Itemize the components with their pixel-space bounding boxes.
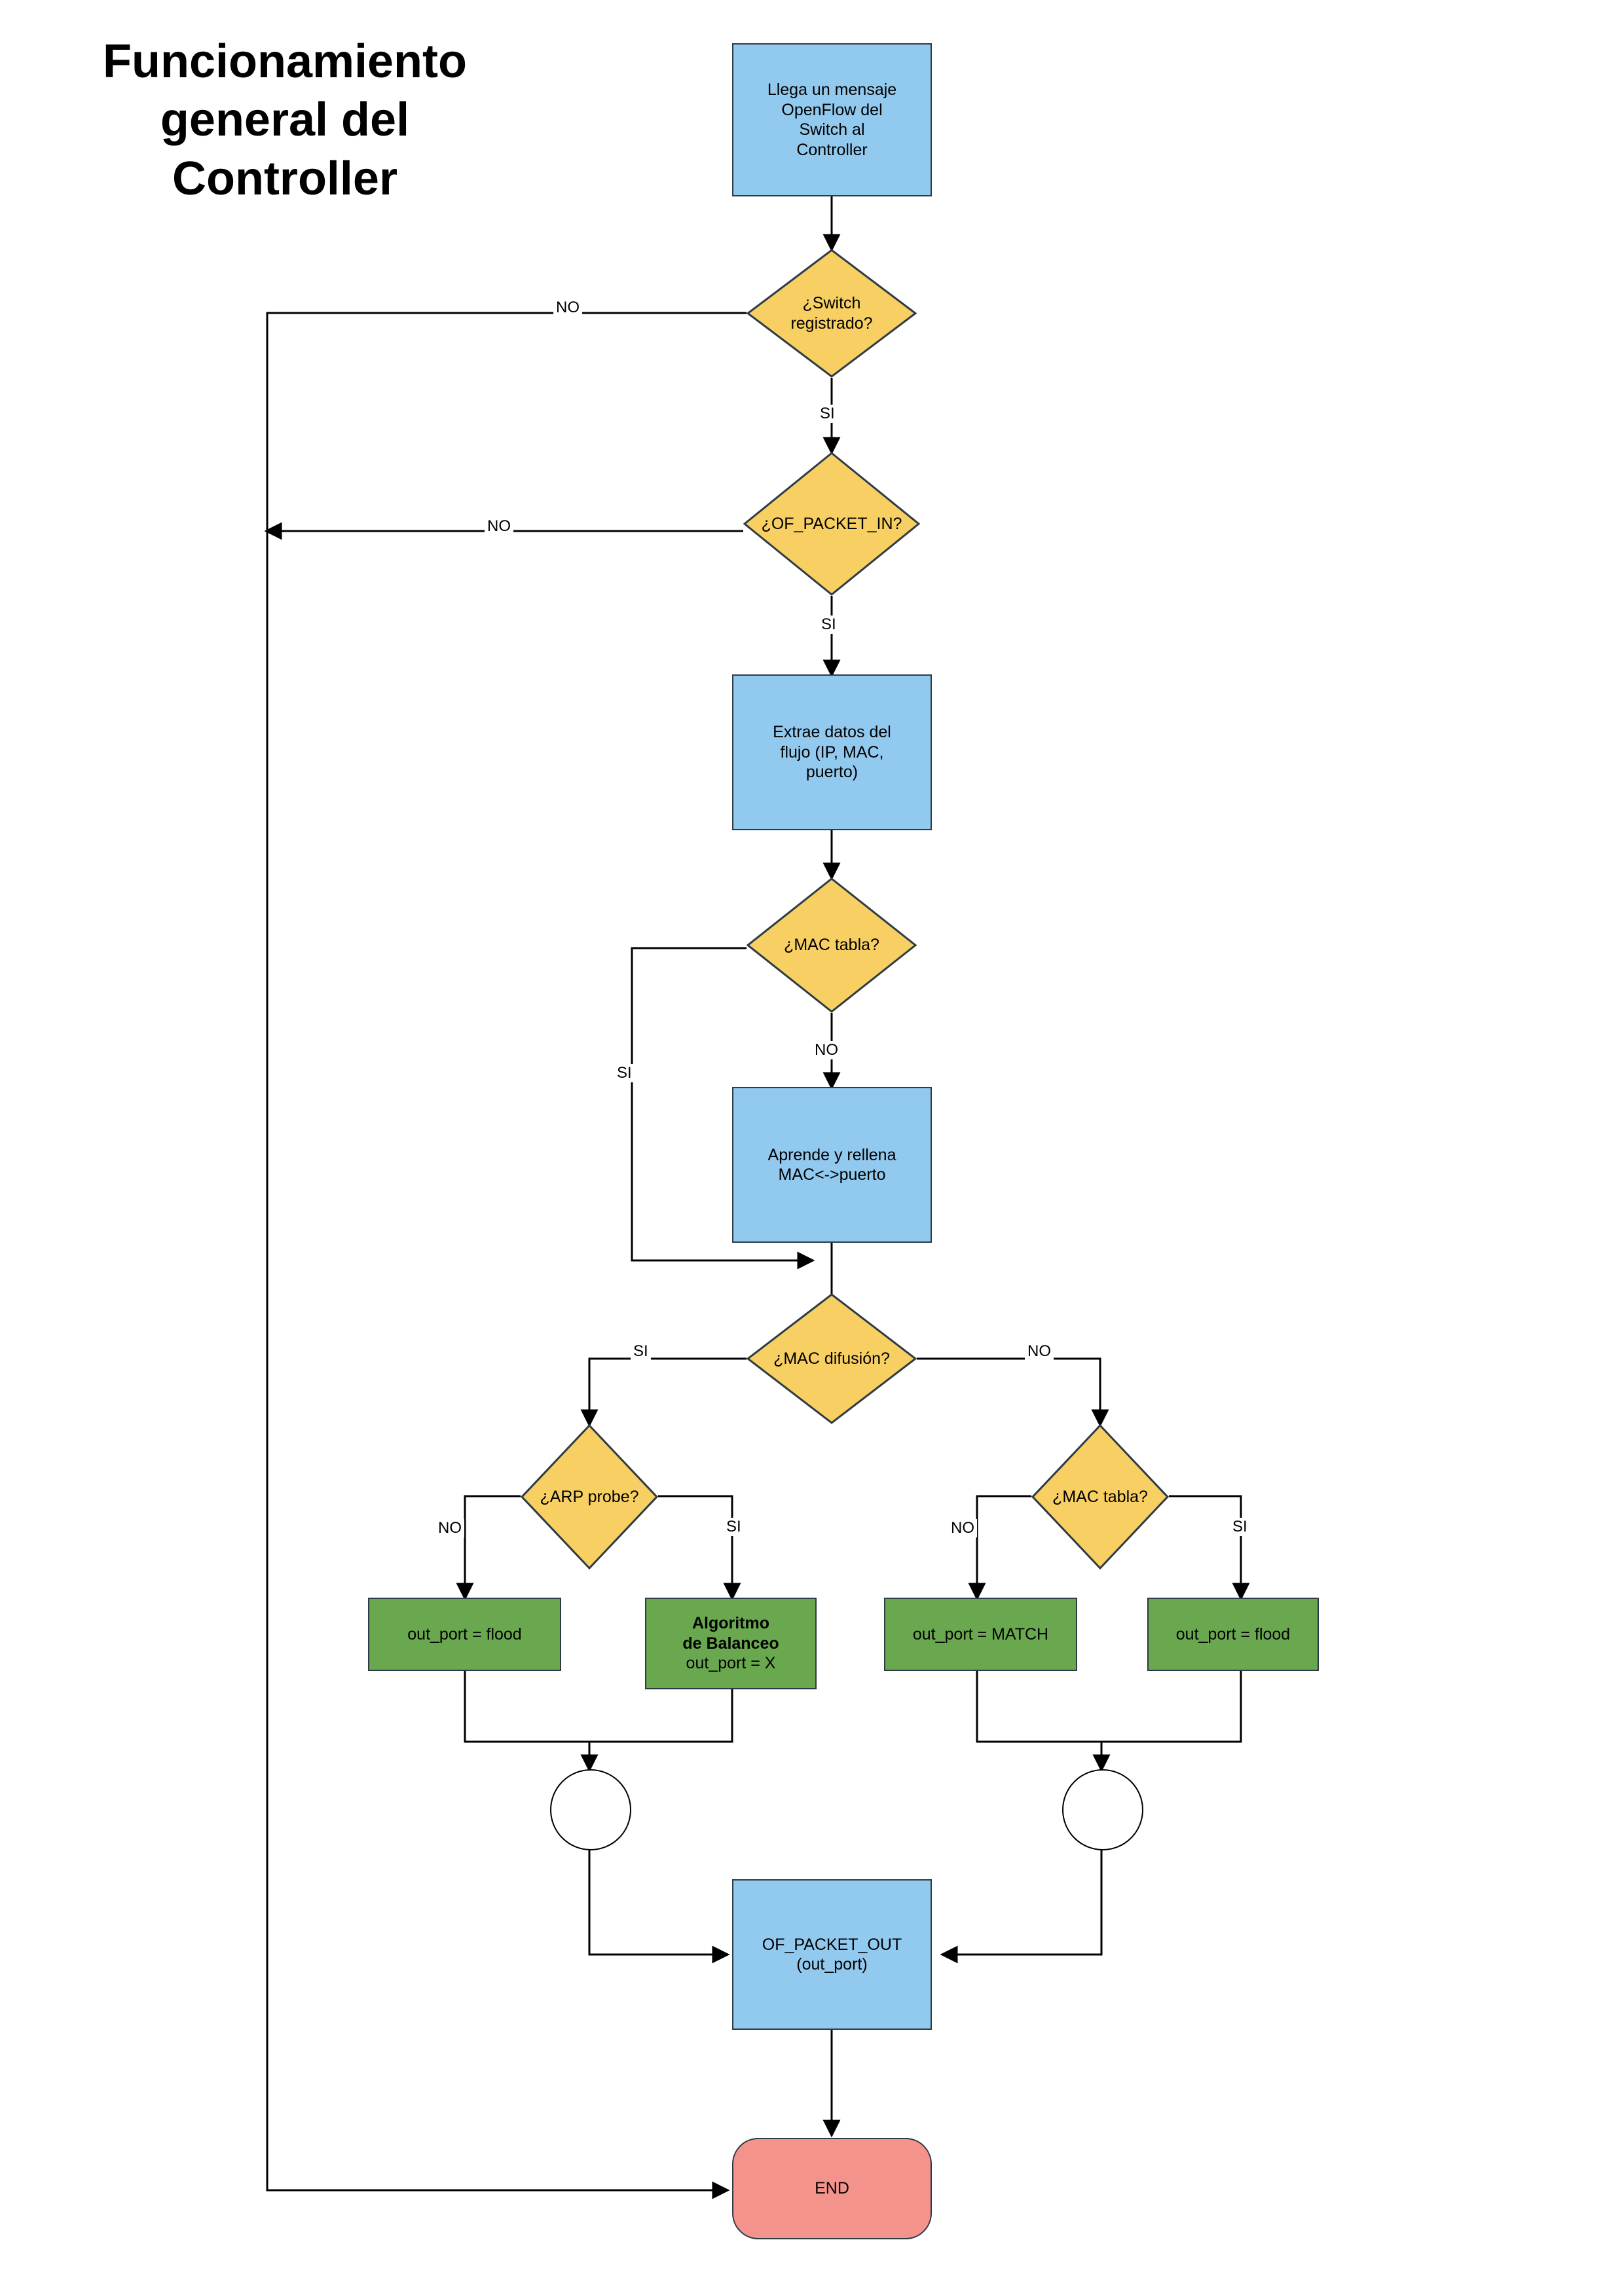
- node-switch-registrado: ¿Switch registrado?: [747, 249, 917, 378]
- edge-connectorright-to-packetout: [940, 1848, 1103, 1964]
- edge-broadcast-si: [580, 1357, 747, 1427]
- edge-match-to-connector: [976, 1671, 1111, 1772]
- edge-label-packetin-no: NO: [485, 517, 513, 536]
- diamond-shape: [747, 877, 917, 1013]
- edge-floodright-to-connector: [1101, 1671, 1242, 1743]
- node-out-port-flood-right: out_port = flood: [1147, 1598, 1319, 1671]
- node-mac-difusion: ¿MAC difusión?: [747, 1293, 917, 1424]
- edge-mac2-no: [968, 1495, 1031, 1601]
- edge-label-switch-no: NO: [553, 299, 582, 317]
- edge-balance-to-connector: [589, 1689, 733, 1743]
- edge-label-mac2-si: SI: [1230, 1518, 1250, 1536]
- node-end: END: [732, 2138, 932, 2239]
- node-extrae-datos: Extrae datos del flujo (IP, MAC, puerto): [732, 674, 932, 830]
- node-start: Llega un mensaje OpenFlow del Switch al …: [732, 43, 932, 196]
- edge-label-packetin-si: SI: [819, 615, 839, 634]
- node-mac-tabla-2-label: ¿MAC tabla?: [1052, 1487, 1148, 1506]
- edge-switch-no: [266, 312, 747, 2199]
- edge-label-switch-si: SI: [817, 405, 838, 423]
- edge-floodleft-to-connector: [464, 1671, 599, 1772]
- node-algoritmo-balanceo: Algoritmo de Balanceo out_port = X: [645, 1598, 817, 1689]
- edge-mac2-si: [1169, 1495, 1250, 1601]
- diamond-shape: [743, 452, 920, 596]
- node-algoritmo-balanceo-sub: out_port = X: [686, 1654, 776, 1673]
- diamond-shape: [747, 249, 917, 378]
- node-mac-tabla-1-label: ¿MAC tabla?: [784, 936, 879, 955]
- node-aprende-rellena: Aprende y rellena MAC<->puerto: [732, 1087, 932, 1243]
- node-mac-tabla-2: ¿MAC tabla?: [1031, 1424, 1169, 1570]
- edge-label-mac1-no: NO: [812, 1041, 841, 1059]
- edge-broadcast-no: [917, 1357, 1109, 1427]
- node-mac-tabla-1: ¿MAC tabla?: [747, 877, 917, 1013]
- node-mac-difusion-label: ¿MAC difusión?: [773, 1349, 890, 1368]
- edge-label-arp-no: NO: [435, 1519, 464, 1537]
- diamond-shape: [1031, 1424, 1169, 1570]
- edge-label-mac1-si: SI: [614, 1064, 635, 1082]
- edge-arp-no: [456, 1495, 521, 1601]
- node-out-port-flood-left: out_port = flood: [368, 1598, 561, 1671]
- diamond-shape: [521, 1424, 658, 1570]
- edge-label-arp-si: SI: [724, 1518, 744, 1536]
- page-title: Funcionamiento general del Controller: [103, 35, 467, 205]
- connector-left: [550, 1769, 631, 1850]
- node-packet-in-label: ¿OF_PACKET_IN?: [761, 514, 902, 533]
- node-out-port-match: out_port = MATCH: [884, 1598, 1077, 1671]
- connector-right: [1062, 1769, 1143, 1850]
- diamond-shape: [747, 1293, 917, 1424]
- edge-label-mac2-no: NO: [948, 1519, 977, 1537]
- edge-mac1-si: [631, 947, 815, 1270]
- node-switch-registrado-label: ¿Switch registrado?: [790, 294, 873, 333]
- node-arp-probe-label: ¿ARP probe?: [540, 1487, 639, 1506]
- node-packet-in: ¿OF_PACKET_IN?: [743, 452, 920, 596]
- edge-label-broadcast-no: NO: [1025, 1342, 1054, 1361]
- edge-label-broadcast-si: SI: [631, 1342, 651, 1361]
- node-of-packet-out: OF_PACKET_OUT (out_port): [732, 1879, 932, 2030]
- node-arp-probe: ¿ARP probe?: [521, 1424, 658, 1570]
- edge-connectorleft-to-packetout: [588, 1848, 730, 1964]
- edge-arp-si: [658, 1495, 741, 1601]
- node-algoritmo-balanceo-title: Algoritmo de Balanceo: [682, 1614, 779, 1653]
